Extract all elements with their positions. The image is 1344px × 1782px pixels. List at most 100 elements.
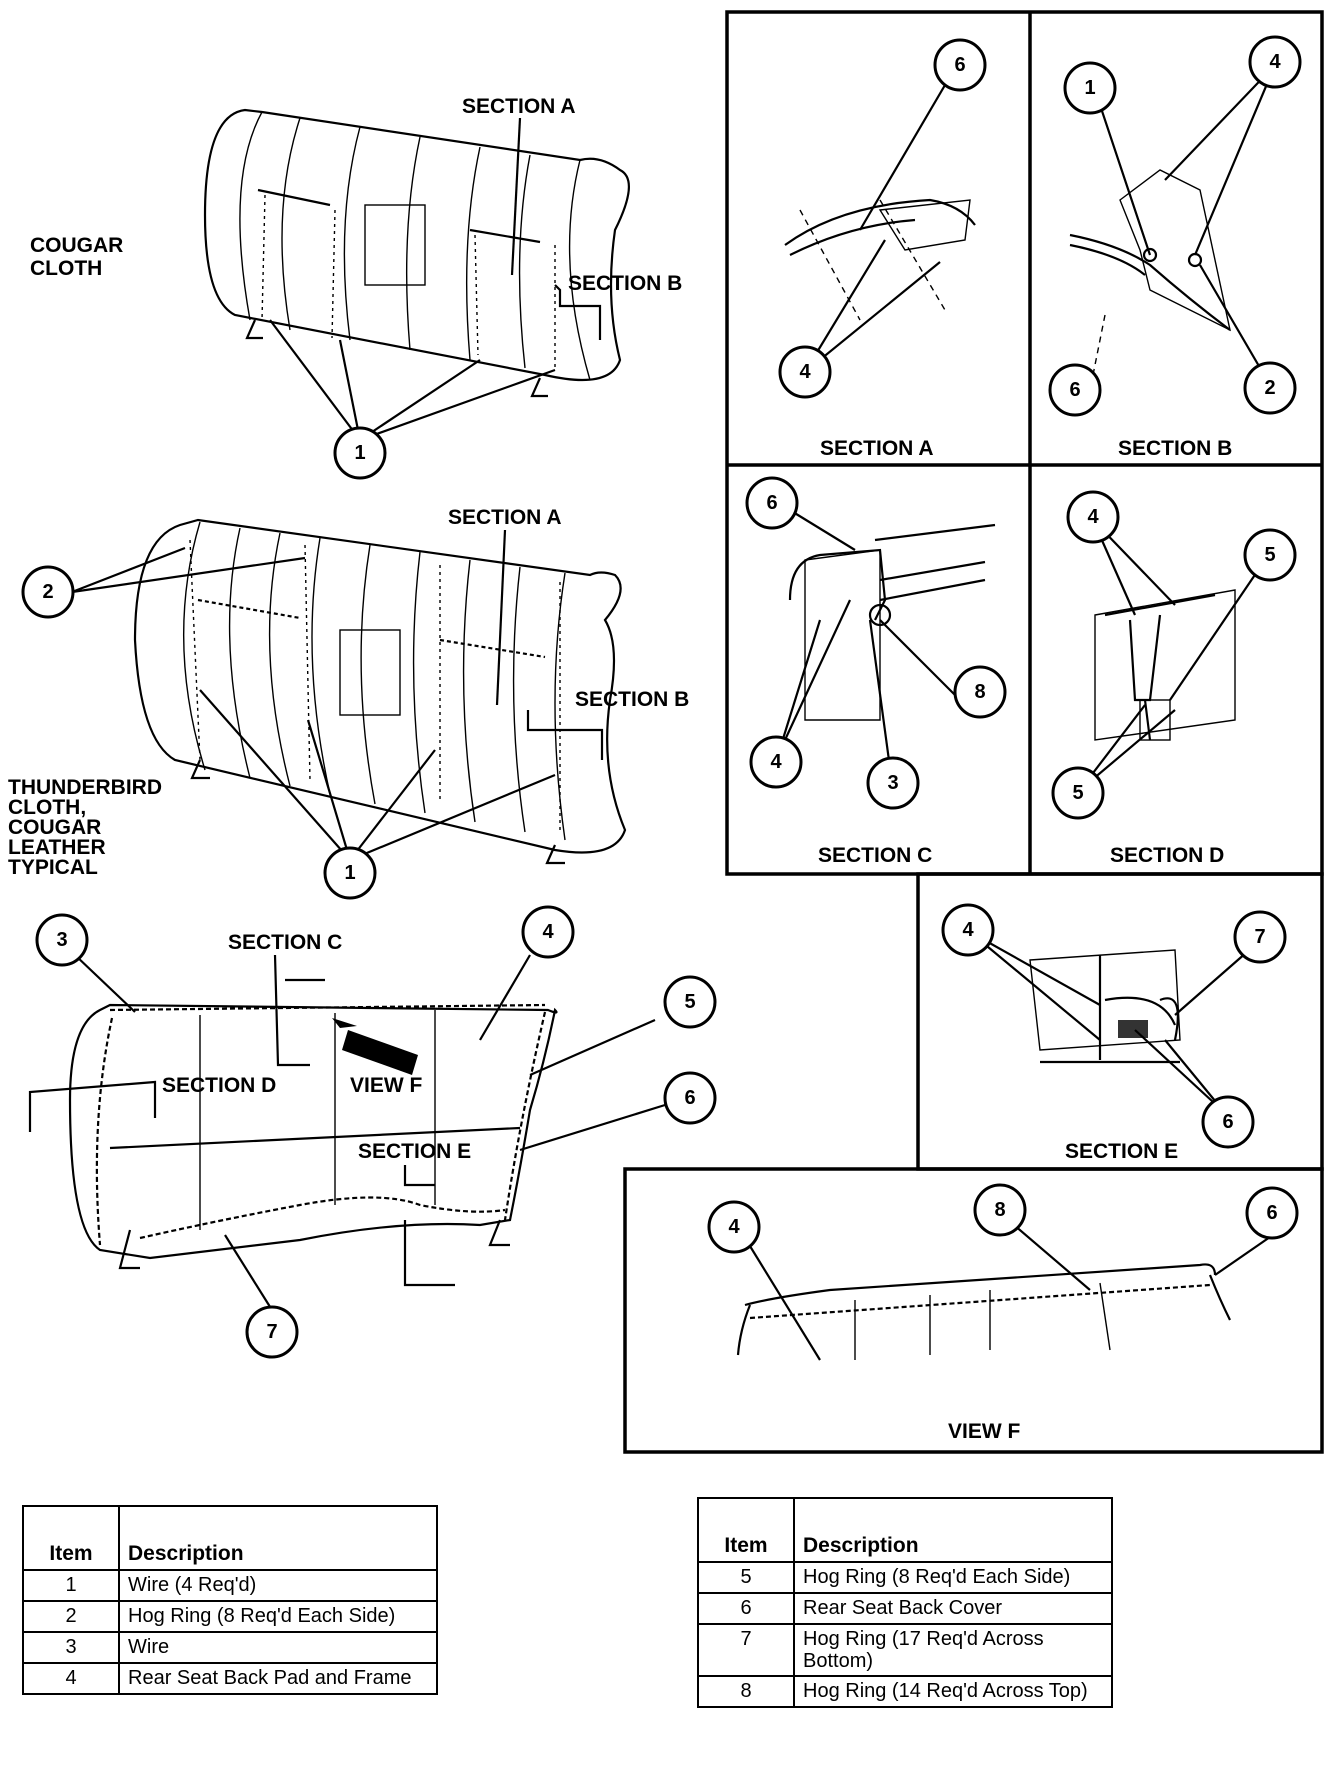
section-d-pointer [28, 1080, 157, 1132]
section-c-caption: SECTION C [818, 844, 932, 867]
callout-1-top-leaders [269, 319, 556, 442]
item-description: Wire [118, 1631, 438, 1664]
callout-8-view-f: 8 [973, 1183, 1027, 1237]
callout-6-section-b: 6 [1048, 363, 1102, 417]
callout-2-leaders [71, 546, 306, 594]
item-number: 7 [697, 1623, 795, 1677]
section-b-caption: SECTION B [1118, 437, 1232, 460]
callout-3-frame: 3 [35, 913, 89, 967]
svg-text:6: 6 [1222, 1111, 1233, 1133]
section-e-pointer-b [403, 1220, 455, 1287]
section-d-detail [1079, 519, 1266, 791]
callout-6-section-c: 6 [745, 476, 799, 530]
callout-7-frame: 7 [245, 1305, 299, 1359]
callout-5-frame: 5 [663, 975, 717, 1029]
item-number: 6 [697, 1592, 795, 1625]
callout-4-section-a: 4 [778, 345, 832, 399]
svg-text:4: 4 [799, 361, 811, 383]
section-e-label-frame: SECTION E [358, 1140, 471, 1163]
callout-6-view-f: 6 [1245, 1186, 1299, 1240]
svg-text:3: 3 [887, 772, 898, 794]
section-a-pointer-mid [495, 529, 507, 706]
callout-1-section-b: 1 [1063, 61, 1117, 115]
svg-text:5: 5 [1264, 544, 1275, 566]
cougar-cloth-label-2: CLOTH [30, 257, 102, 280]
svg-text:7: 7 [1254, 926, 1265, 948]
section-c-label: SECTION C [228, 931, 342, 954]
svg-text:6: 6 [1266, 1202, 1277, 1224]
section-b-pointer-mid [526, 710, 604, 760]
thunderbird-seat-back [133, 518, 627, 865]
table-row: 3 Wire [22, 1631, 438, 1664]
svg-text:8: 8 [974, 681, 985, 703]
section-e-detail [969, 931, 1256, 1114]
cougar-cloth-label-1: COUGAR [30, 234, 123, 257]
svg-text:4: 4 [1269, 51, 1281, 73]
callout-1-mid: 1 [323, 846, 377, 900]
callout-4-section-e: 4 [941, 903, 995, 957]
item-number: 4 [22, 1662, 120, 1695]
item-description: Rear Seat Back Cover [793, 1592, 1113, 1625]
table-header-description: Description [793, 1497, 1113, 1563]
svg-text:6: 6 [766, 492, 777, 514]
svg-text:5: 5 [1072, 782, 1083, 804]
section-a-label-mid: SECTION A [448, 506, 562, 529]
section-b-label-mid: SECTION B [575, 688, 689, 711]
section-a-pointer-top [510, 117, 522, 276]
svg-text:6: 6 [684, 1087, 695, 1109]
view-f-caption: VIEW F [948, 1420, 1021, 1443]
callout-6-section-a: 6 [933, 38, 987, 92]
item-description: Hog Ring (8 Req'd Each Side) [118, 1600, 438, 1633]
svg-text:TYPICAL: TYPICAL [8, 856, 98, 879]
callout-5b-section-d: 5 [1051, 766, 1105, 820]
table-row: 2 Hog Ring (8 Req'd Each Side) [22, 1600, 438, 1633]
svg-text:4: 4 [728, 1216, 740, 1238]
svg-text:6: 6 [954, 54, 965, 76]
section-c-detail [776, 511, 996, 769]
callout-6-section-e: 6 [1201, 1095, 1255, 1149]
svg-text:4: 4 [542, 921, 554, 943]
svg-text:2: 2 [42, 581, 53, 603]
parts-table-left: Item Description 1 Wire (4 Req'd) 2 Hog … [22, 1505, 438, 1695]
parts-table-right: Item Description 5 Hog Ring (8 Req'd Eac… [697, 1497, 1113, 1708]
table-row: 4 Rear Seat Back Pad and Frame [22, 1662, 438, 1695]
svg-text:4: 4 [770, 751, 782, 773]
svg-text:5: 5 [684, 991, 695, 1013]
callout-4-frame: 4 [521, 905, 575, 959]
callout-4-section-c: 4 [749, 735, 803, 789]
svg-text:8: 8 [994, 1199, 1005, 1221]
table-row: 1 Wire (4 Req'd) [22, 1569, 438, 1602]
section-a-caption: SECTION A [820, 437, 934, 460]
callout-1-mid-leaders [199, 689, 556, 862]
svg-text:1: 1 [344, 862, 355, 884]
table-header-item: Item [697, 1497, 795, 1563]
section-e-pointer-a [403, 1165, 435, 1187]
callout-4-view-f: 4 [707, 1200, 761, 1254]
svg-text:6: 6 [1069, 379, 1080, 401]
item-description: Hog Ring (8 Req'd Each Side) [793, 1561, 1113, 1594]
callout-7-section-e: 7 [1233, 910, 1287, 964]
callout-4-section-b: 4 [1248, 35, 1302, 89]
callout-6-frame: 6 [663, 1071, 717, 1125]
svg-text:4: 4 [962, 919, 974, 941]
svg-text:LEATHER: LEATHER [8, 836, 106, 859]
svg-text:3: 3 [56, 929, 67, 951]
table-row: 5 Hog Ring (8 Req'd Each Side) [697, 1561, 1113, 1594]
item-number: 3 [22, 1631, 120, 1664]
thunderbird-label: THUNDERBIRD CLOTH, COUGAR LEATHER TYPICA… [8, 776, 162, 879]
svg-text:2: 2 [1264, 377, 1275, 399]
table-header-description: Description [118, 1505, 438, 1571]
table-header-item: Item [22, 1505, 120, 1571]
table-row: 6 Rear Seat Back Cover [697, 1592, 1113, 1625]
svg-text:COUGAR: COUGAR [8, 816, 101, 839]
callout-8-section-c: 8 [953, 665, 1007, 719]
callout-1-top: 1 [333, 426, 387, 480]
section-b-detail [1069, 64, 1277, 391]
view-f-label-frame: VIEW F [350, 1074, 423, 1097]
item-number: 1 [22, 1569, 120, 1602]
svg-text:4: 4 [1087, 506, 1099, 528]
callout-4-section-d: 4 [1066, 490, 1120, 544]
item-description: Hog Ring (17 Req'd Across Bottom) [793, 1623, 1113, 1677]
callout-2-left: 2 [21, 565, 75, 619]
